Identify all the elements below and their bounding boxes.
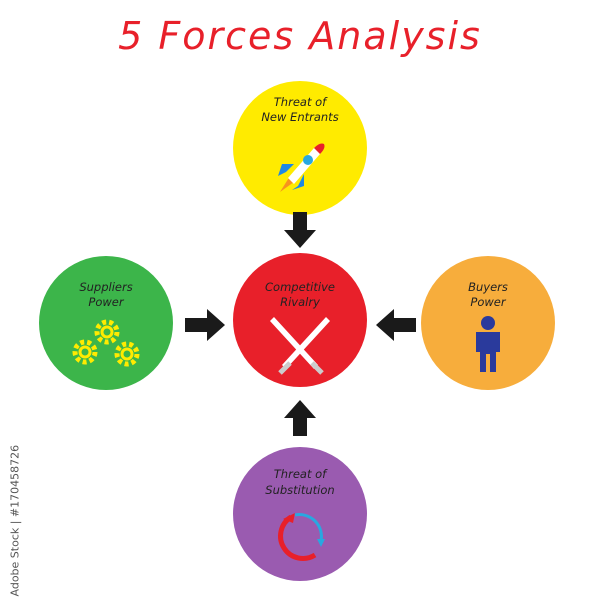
arrow-right-to-center (185, 309, 225, 341)
rocket-icon (278, 143, 325, 192)
crossed-swords-icon (270, 317, 330, 375)
force-label-line2: Power (88, 295, 124, 309)
force-label-line1: Suppliers (79, 280, 133, 294)
person-icon (476, 316, 500, 372)
force-new-entrants: Threat of New Entrants (233, 81, 367, 215)
page-title: 5 Forces Analysis (118, 14, 482, 58)
gears-icon (72, 319, 140, 367)
force-label-line1: Threat of (273, 467, 327, 481)
arrow-up-to-center (284, 400, 316, 436)
force-label-line2: Substitution (265, 483, 335, 497)
arrow-left-to-center (376, 309, 416, 341)
arrow-down-to-center (284, 212, 316, 248)
cycle-arrows-icon (278, 513, 325, 561)
force-label-line2: New Entrants (261, 110, 339, 124)
force-label-line1: Threat of (273, 95, 327, 109)
force-threat-of-substitution: Threat of Substitution (233, 447, 367, 581)
force-label-line1: Competitive (265, 280, 335, 294)
force-competitive-rivalry: Competitive Rivalry (233, 253, 367, 387)
stock-credit: Adobe Stock | #170458726 (8, 444, 22, 597)
force-label-line1: Buyers (468, 280, 508, 294)
force-label-line2: Power (470, 295, 506, 309)
force-label-line2: Rivalry (280, 295, 320, 309)
force-suppliers-power: Suppliers Power (39, 256, 173, 390)
force-buyers-power: Buyers Power (421, 256, 555, 390)
